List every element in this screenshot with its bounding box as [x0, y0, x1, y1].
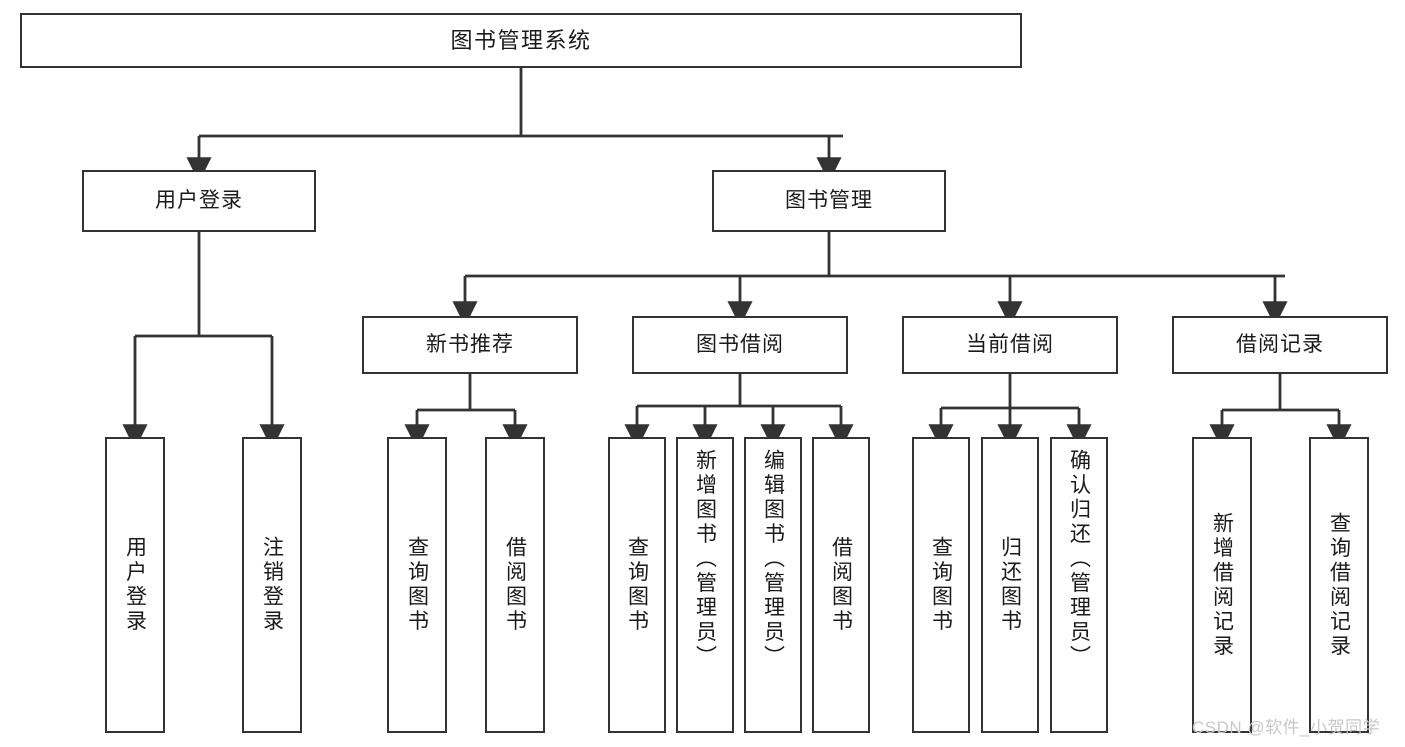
leaf-current-borrow-query[interactable]: 查询图书 [912, 437, 970, 733]
leaf-borrow-record-add[interactable]: 新增借阅记录 [1192, 437, 1252, 733]
node-borrow-record[interactable]: 借阅记录 [1172, 316, 1388, 374]
leaf-current-borrow-confirm-return-label: 确认归还（管理员） [1067, 449, 1091, 670]
leaf-book-borrow-query-label: 查询图书 [625, 536, 649, 634]
leaf-borrow-record-add-label: 新增借阅记录 [1210, 511, 1234, 659]
leaf-current-borrow-return-label: 归还图书 [998, 536, 1022, 634]
leaf-user-login-signout-label: 注销登录 [260, 536, 284, 634]
watermark-text: CSDN @软件_小贺同学 [1192, 718, 1381, 737]
leaf-book-borrow-add[interactable]: 新增图书（管理员） [676, 437, 734, 733]
leaf-new-book-query[interactable]: 查询图书 [387, 437, 447, 733]
leaf-borrow-record-query-label: 查询借阅记录 [1327, 511, 1351, 659]
leaf-current-borrow-return[interactable]: 归还图书 [981, 437, 1039, 733]
node-root-system[interactable]: 图书管理系统 [20, 13, 1022, 68]
node-borrow-record-label: 借阅记录 [1236, 332, 1324, 356]
leaf-book-borrow-add-label: 新增图书（管理员） [693, 449, 717, 670]
node-book-management-label: 图书管理 [785, 188, 873, 212]
leaf-user-login-signin[interactable]: 用户登录 [105, 437, 165, 733]
leaf-book-borrow-borrow[interactable]: 借阅图书 [812, 437, 870, 733]
node-user-login[interactable]: 用户登录 [82, 170, 316, 232]
node-root-system-label: 图书管理系统 [450, 27, 592, 53]
leaf-new-book-borrow-label: 借阅图书 [503, 536, 527, 634]
leaf-book-borrow-edit[interactable]: 编辑图书（管理员） [744, 437, 802, 733]
node-user-login-label: 用户登录 [155, 188, 243, 212]
leaf-current-borrow-confirm-return[interactable]: 确认归还（管理员） [1050, 437, 1108, 733]
leaf-book-borrow-query[interactable]: 查询图书 [608, 437, 666, 733]
node-new-book-recommend-label: 新书推荐 [426, 332, 514, 356]
leaf-book-borrow-edit-label: 编辑图书（管理员） [761, 449, 785, 670]
node-book-borrow[interactable]: 图书借阅 [632, 316, 848, 374]
node-book-borrow-label: 图书借阅 [696, 332, 784, 356]
leaf-current-borrow-query-label: 查询图书 [929, 536, 953, 634]
leaf-new-book-borrow[interactable]: 借阅图书 [485, 437, 545, 733]
node-current-borrow[interactable]: 当前借阅 [902, 316, 1118, 374]
leaf-book-borrow-borrow-label: 借阅图书 [829, 536, 853, 634]
leaf-user-login-signin-label: 用户登录 [123, 536, 147, 634]
node-current-borrow-label: 当前借阅 [966, 332, 1054, 356]
leaf-borrow-record-query[interactable]: 查询借阅记录 [1309, 437, 1369, 733]
node-book-management[interactable]: 图书管理 [712, 170, 946, 232]
leaf-new-book-query-label: 查询图书 [405, 536, 429, 634]
leaf-user-login-signout[interactable]: 注销登录 [242, 437, 302, 733]
node-new-book-recommend[interactable]: 新书推荐 [362, 316, 578, 374]
